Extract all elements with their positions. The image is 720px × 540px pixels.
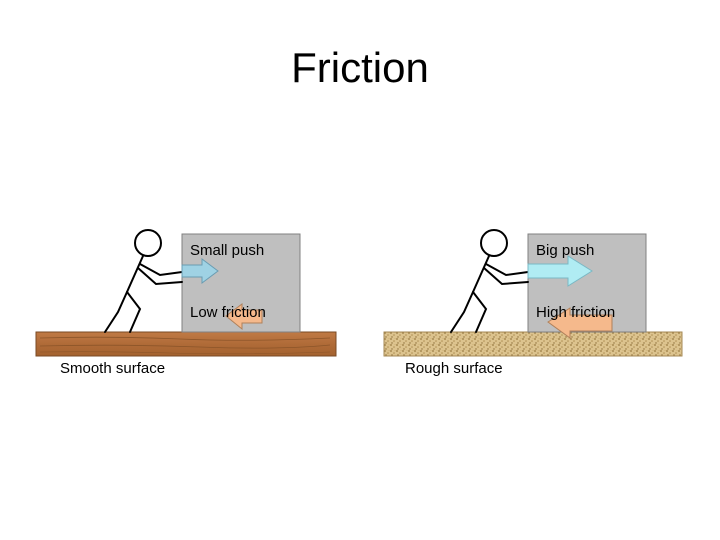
torso — [126, 255, 144, 293]
smooth-surface — [35, 331, 337, 357]
push-label: Big push — [536, 242, 594, 259]
push-arrow — [527, 255, 593, 287]
leg-front — [472, 291, 488, 333]
arm-lower — [483, 267, 529, 286]
leg-back — [104, 291, 128, 333]
friction-label: High friction — [536, 304, 615, 321]
push-arrow — [181, 258, 219, 284]
surface-label: Smooth surface — [60, 360, 165, 377]
friction-arrow — [225, 303, 263, 331]
push-label: Small push — [190, 242, 264, 259]
arm-upper — [485, 263, 529, 277]
head — [134, 229, 162, 257]
stick-figure — [104, 229, 183, 333]
friction-label: Low friction — [190, 304, 266, 321]
leg-front — [126, 291, 142, 333]
stick-figure — [450, 229, 529, 333]
rough-surface — [383, 331, 683, 357]
wood-grain — [39, 336, 331, 341]
arm-upper — [139, 263, 183, 277]
friction-diagram: Small push Low friction Smooth surface — [30, 212, 690, 393]
arm-lower — [137, 267, 183, 286]
diagram-canvas: Small push Low friction Smooth surface — [35, 229, 683, 377]
torso — [472, 255, 490, 293]
panel-smooth: Small push Low friction Smooth surface — [35, 229, 337, 377]
head — [480, 229, 508, 257]
page-title: Friction — [291, 44, 429, 91]
wood-grain — [39, 351, 331, 355]
wood-grain — [39, 344, 331, 349]
surface-label: Rough surface — [405, 360, 503, 377]
panel-rough: Big push High friction Rough surface — [383, 229, 683, 377]
friction-arrow — [547, 307, 613, 339]
leg-back — [450, 291, 474, 333]
